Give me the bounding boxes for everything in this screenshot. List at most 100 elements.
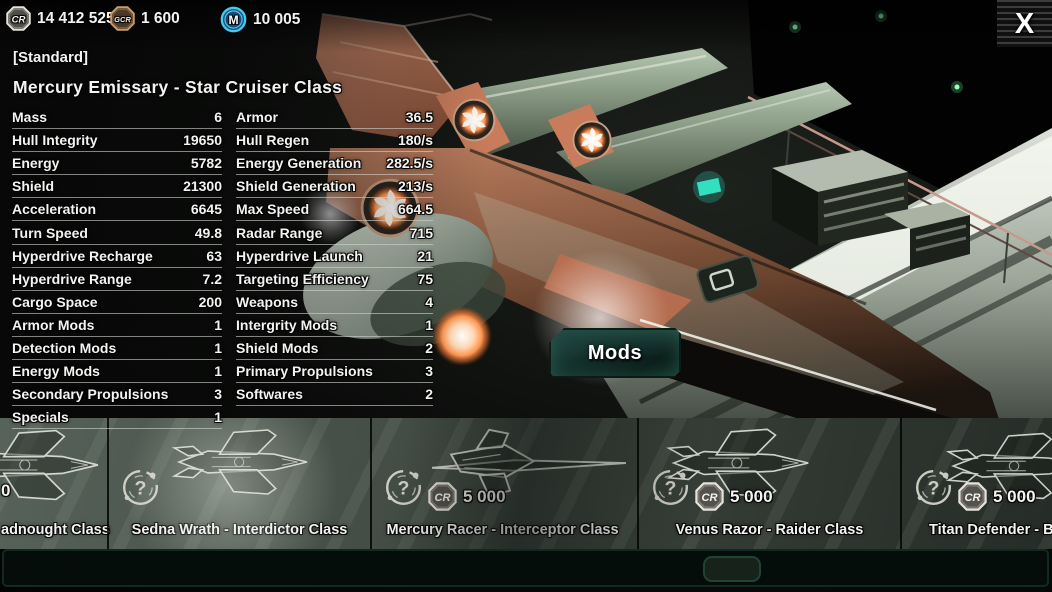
credits-display: 14 412 525 (6, 6, 115, 31)
stat-label: Armor Mods (12, 316, 95, 333)
price-row: 5 000 (958, 482, 1036, 511)
stat-row: Armor 36.5 (236, 106, 433, 130)
stat-value: 1 (214, 316, 222, 333)
stat-label: Intergrity Mods (236, 316, 338, 333)
engine-turbine-icon (452, 98, 496, 142)
dreadnought-top-view-icon (0, 429, 99, 501)
close-button[interactable]: X (997, 0, 1052, 47)
stat-row: Specials 1 (12, 406, 222, 430)
cr-coin-icon (6, 6, 31, 31)
stat-row: Energy 5782 (12, 152, 222, 176)
stat-row: Armor Mods 1 (12, 314, 222, 337)
carousel-item-3[interactable]: 5 000 Venus Razor - Raider Class (637, 418, 900, 549)
stat-value: 282.5/s (386, 155, 433, 172)
stat-value: 1 (214, 409, 222, 426)
stat-label: Turn Speed (12, 224, 88, 241)
stat-row: Hyperdrive Recharge 63 (12, 245, 222, 268)
question-mark-icon (385, 469, 422, 506)
engine-turbine-icon (572, 120, 612, 160)
stat-label: Specials (12, 409, 69, 426)
stat-value: 200 (198, 293, 222, 310)
price-value: 5 000 (993, 486, 1036, 506)
stat-label: Max Speed (236, 201, 310, 218)
stat-value: 3 (214, 386, 222, 403)
ship-name-title: Mercury Emissary - Star Cruiser Class (13, 77, 343, 97)
stat-row: Acceleration 6645 (12, 198, 222, 222)
thruster-glow (432, 306, 492, 366)
cr-coin-icon (428, 482, 457, 511)
stat-value: 21 (417, 247, 433, 264)
stat-label: Cargo Space (12, 293, 98, 310)
stat-row: Radar Range 715 (236, 221, 433, 245)
stat-label: Hyperdrive Launch (236, 247, 363, 264)
stat-row: Turn Speed 49.8 (12, 221, 222, 245)
stat-label: Hyperdrive Range (12, 270, 132, 287)
carousel-item-4[interactable]: 5 000 Titan Defender - B (900, 418, 1052, 549)
price-row: 0 (1, 481, 10, 501)
question-mark-icon (652, 469, 689, 506)
stat-row: Shield Mods 2 (236, 337, 433, 361)
stat-label: Energy Mods (12, 363, 100, 380)
carousel-item-2[interactable]: 5 000 Mercury Racer - Interceptor Class (370, 418, 633, 549)
cr-coin-icon (958, 482, 987, 511)
stat-value: 49.8 (194, 224, 222, 241)
stat-value: 19650 (183, 132, 222, 149)
carousel-item-1[interactable]: Sedna Wrath - Interdictor Class (107, 418, 370, 549)
ship-stats-left-table: Mass 6 Hull Integrity 19650 Energy 5782 … (12, 106, 222, 430)
stat-label: Secondary Propulsions (12, 386, 169, 403)
stat-row: Hull Regen 180/s (236, 129, 433, 153)
credits-value: 14 412 525 (37, 9, 115, 27)
stat-value: 1 (214, 363, 222, 380)
stat-value: 6 (214, 109, 222, 126)
ship-class-label: Titan Defender - B (929, 522, 1052, 538)
stat-row: Detection Mods 1 (12, 337, 222, 361)
carousel-scrollbar-thumb[interactable] (703, 556, 761, 582)
stat-label: Hull Integrity (12, 132, 98, 149)
question-mark-icon (122, 469, 159, 506)
price-value: 0 (1, 481, 11, 500)
question-mark-icon (915, 469, 952, 506)
ship-class-label: Sedna Wrath - Interdictor Class (131, 522, 348, 538)
stat-value: 715 (409, 224, 433, 241)
stat-value: 3 (425, 363, 433, 380)
ship-class-label: Venus Razor - Raider Class (675, 522, 864, 538)
stat-row: Hyperdrive Range 7.2 (12, 268, 222, 291)
gold-credits-display: 1 600 (110, 6, 180, 31)
stat-label: Energy Generation (236, 155, 362, 172)
stat-value: 1 (214, 339, 222, 356)
interdictor-top-view-icon (173, 429, 308, 495)
cr-coin-icon (695, 482, 724, 511)
stat-label: Mass (12, 109, 48, 126)
stat-label: Shield Generation (236, 178, 356, 195)
stat-row: Shield 21300 (12, 175, 222, 199)
stat-row: Cargo Space 200 (12, 291, 222, 314)
m-coin-icon (220, 6, 247, 33)
stat-value: 180/s (397, 132, 433, 149)
stat-label: Weapons (236, 293, 298, 310)
price-row: 5 000 (428, 482, 506, 511)
stat-value: 21300 (183, 178, 222, 195)
stat-value: 5782 (190, 155, 222, 172)
stat-row: Intergrity Mods 1 (236, 314, 433, 337)
ship-stats-right-table: Armor 36.5 Hull Regen 180/s Energy Gener… (236, 106, 433, 407)
stat-row: Weapons 4 (236, 291, 433, 314)
stat-row: Hull Integrity 19650 (12, 129, 222, 153)
ship-class-label: Mercury Racer - Interceptor Class (386, 522, 619, 538)
stat-label: Primary Propulsions (236, 363, 373, 380)
minerals-value: 10 005 (253, 10, 301, 28)
stat-label: Hull Regen (236, 132, 310, 149)
ship-carousel: 0 adnought Class Sedna Wrath - Interdict… (0, 418, 1052, 549)
stat-value: 2 (425, 339, 433, 356)
price-row: 5 000 (695, 482, 773, 511)
minerals-display: 10 005 (220, 6, 300, 33)
stat-row: Max Speed 664.5 (236, 198, 433, 222)
gcr-coin-icon (110, 6, 135, 31)
carousel-item-0[interactable]: 0 adnought Class (0, 418, 110, 549)
carousel-scrollbar-track[interactable] (2, 549, 1049, 587)
stat-label: Shield (12, 178, 55, 195)
mods-button[interactable]: Mods (549, 328, 681, 378)
stat-value: 7.2 (202, 270, 222, 287)
stat-label: Targeting Efficiency (236, 270, 369, 287)
stat-label: Detection Mods (12, 339, 117, 356)
